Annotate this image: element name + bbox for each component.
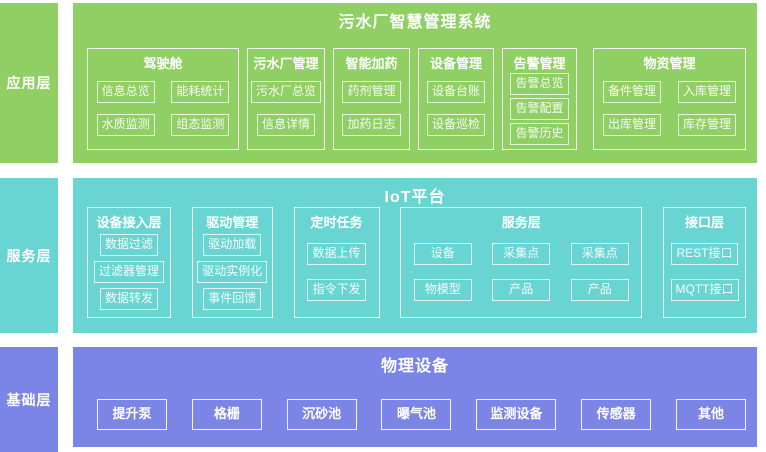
device-box: 传感器	[581, 399, 652, 430]
group-item: 污水厂总览	[251, 81, 322, 103]
group-item-grid: 设备台账设备巡检	[423, 73, 489, 144]
group-item: 水质监测	[96, 114, 155, 136]
group-title: 定时任务	[310, 215, 363, 230]
group-item: 数据过滤	[99, 234, 158, 256]
group-box: 驱动管理驱动加载驱动实例化事件回馈	[191, 207, 273, 318]
service-layer-panel: IoT平台 设备接入层数据过滤过滤器管理数据转发驱动管理驱动加载驱动实例化事件回…	[73, 178, 757, 333]
group-item-grid: 设备采集点采集点物模型产品产品	[405, 232, 637, 312]
group-item: 信息详情	[256, 114, 315, 136]
group-item: 能耗统计	[171, 81, 230, 103]
group-item-grid: 药剂管理加药日志	[338, 73, 405, 144]
group-title: 设备接入层	[96, 215, 162, 230]
group-item-grid: 备件管理入库管理出库管理库存管理	[598, 73, 741, 144]
group-item: 产品	[570, 279, 629, 301]
device-box: 曝气池	[381, 399, 452, 430]
layer-band-service: 服务层	[0, 178, 58, 333]
layer-band-physical: 基础层	[0, 347, 58, 452]
group-box: 设备管理设备台账设备巡检	[418, 48, 494, 150]
device-box: 提升泵	[97, 399, 167, 430]
service-layer-row: 服务层 IoT平台 设备接入层数据过滤过滤器管理数据转发驱动管理驱动加载驱动实例…	[0, 178, 766, 333]
group-item: 指令下发	[307, 279, 366, 301]
group-item: 组态监测	[171, 114, 230, 136]
physical-panel-title: 物理设备	[380, 358, 449, 375]
group-box: 智能加药药剂管理加药日志	[333, 48, 410, 150]
layer-label-application: 应用层	[6, 75, 52, 91]
group-item: 采集点	[492, 243, 551, 265]
group-title: 驱动管理	[206, 215, 259, 230]
group-box: 驾驶舱信息总览能耗统计水质监测组态监测	[87, 48, 239, 150]
group-item: 过滤器管理	[93, 261, 164, 283]
group-item: 产品	[492, 279, 551, 301]
group-item: 驱动加载	[203, 234, 262, 256]
group-title: 告警管理	[513, 56, 566, 71]
group-item: 信息总览	[96, 81, 155, 103]
group-box: 物资管理备件管理入库管理出库管理库存管理	[593, 48, 746, 150]
group-title: 污水厂管理	[253, 56, 319, 71]
physical-layer-row: 基础层 物理设备 提升泵格栅沉砂池曝气池监测设备传感器其他	[0, 347, 766, 452]
group-item: 驱动实例化	[197, 261, 268, 283]
group-item: 数据上传	[307, 243, 366, 265]
group-box: 告警管理告警总览告警配置告警历史	[502, 48, 577, 150]
group-item: 库存管理	[677, 114, 736, 136]
group-title: 驾驶舱	[143, 56, 183, 71]
group-item-grid: 信息总览能耗统计水质监测组态监测	[92, 73, 234, 144]
application-layer-row: 应用层 污水厂智慧管理系统 驾驶舱信息总览能耗统计水质监测组态监测污水厂管理污水…	[0, 3, 766, 163]
service-groups: 设备接入层数据过滤过滤器管理数据转发驱动管理驱动加载驱动实例化事件回馈定时任务数…	[87, 207, 746, 318]
group-item-grid: 污水厂总览信息详情	[251, 73, 322, 144]
group-item: 告警配置	[510, 98, 569, 120]
group-item: 设备巡检	[426, 114, 485, 136]
group-item: 出库管理	[602, 114, 661, 136]
group-item: 告警历史	[510, 123, 569, 145]
group-item: 备件管理	[602, 81, 661, 103]
application-layer-panel: 污水厂智慧管理系统 驾驶舱信息总览能耗统计水质监测组态监测污水厂管理污水厂总览信…	[73, 3, 757, 163]
group-item: 药剂管理	[342, 81, 401, 103]
device-box: 其他	[675, 399, 746, 430]
group-box: 接口层 REST接口 MQTT接口	[663, 207, 746, 318]
application-panel-title: 污水厂智慧管理系统	[338, 14, 492, 31]
group-item: 设备	[413, 243, 472, 265]
group-item: MQTT接口	[670, 279, 739, 301]
group-item: 入库管理	[677, 81, 736, 103]
group-item: 事件回馈	[203, 288, 262, 310]
physical-devices: 提升泵格栅沉砂池曝气池监测设备传感器其他	[97, 399, 746, 430]
group-title: 智能加药	[345, 56, 398, 71]
group-box: 定时任务数据上传指令下发	[293, 207, 380, 318]
group-item: 告警总览	[510, 73, 569, 95]
group-box: 污水厂管理污水厂总览信息详情	[247, 48, 325, 150]
layer-band-application: 应用层	[0, 3, 58, 163]
group-item-grid: 数据上传指令下发	[299, 232, 375, 312]
group-item-grid: 驱动加载驱动实例化事件回馈	[197, 232, 268, 312]
group-title: 服务层	[501, 215, 541, 230]
application-groups: 驾驶舱信息总览能耗统计水质监测组态监测污水厂管理污水厂总览信息详情智能加药药剂管…	[87, 48, 746, 150]
group-title: 物资管理	[643, 56, 696, 71]
group-title: 设备管理	[429, 56, 482, 71]
group-item: 数据转发	[99, 288, 158, 310]
physical-layer-panel: 物理设备 提升泵格栅沉砂池曝气池监测设备传感器其他	[73, 347, 757, 447]
group-item: 加药日志	[342, 114, 401, 136]
group-item: 设备台账	[426, 81, 485, 103]
group-item: REST接口	[671, 243, 738, 265]
group-title: 接口层	[684, 215, 724, 230]
group-item-grid: 数据过滤过滤器管理数据转发	[92, 232, 166, 312]
device-box: 格栅	[191, 399, 262, 430]
group-box: 服务层设备采集点采集点物模型产品产品	[400, 207, 643, 318]
service-panel-title: IoT平台	[384, 189, 446, 206]
group-item: 物模型	[413, 279, 472, 301]
layer-label-physical: 基础层	[6, 391, 52, 408]
group-item-grid: 告警总览告警配置告警历史	[507, 73, 572, 145]
group-item: 采集点	[570, 243, 629, 265]
group-item-grid: REST接口 MQTT接口	[668, 232, 741, 312]
device-box: 监测设备	[476, 399, 557, 430]
device-box: 沉砂池	[286, 399, 357, 430]
layer-label-service: 服务层	[6, 247, 52, 264]
group-box: 设备接入层数据过滤过滤器管理数据转发	[87, 207, 171, 318]
